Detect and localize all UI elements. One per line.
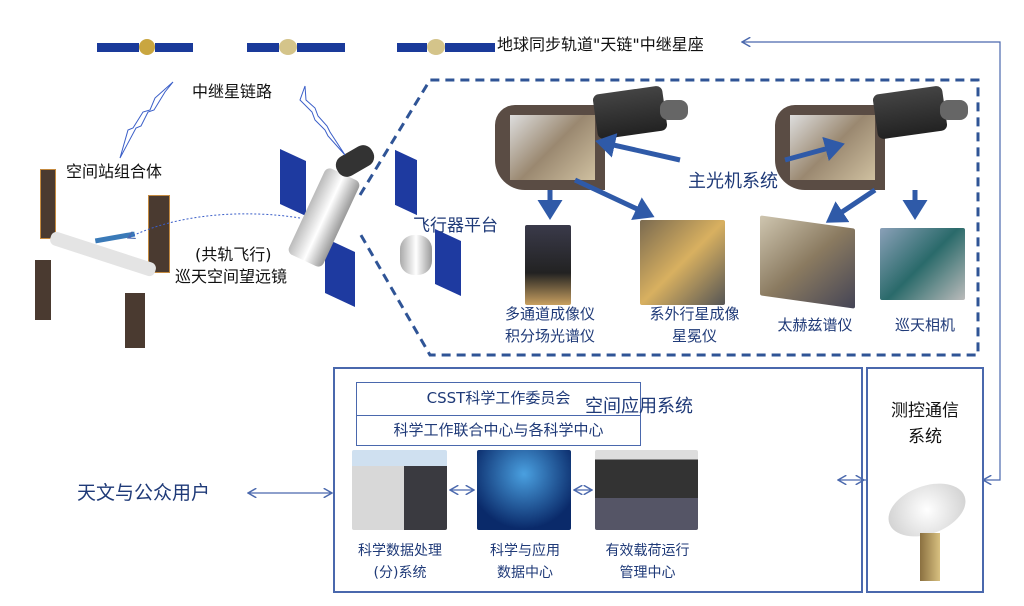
science-centers-box: 科学工作联合中心与各科学中心 bbox=[356, 415, 641, 446]
antenna-dish-image bbox=[881, 473, 973, 582]
instrument-label-line: 积分场光谱仪 bbox=[504, 327, 595, 345]
data-center-image bbox=[477, 450, 571, 530]
instrument-label: 多通道成像仪 积分场光谱仪 bbox=[490, 303, 610, 347]
unit-label-data-processing: 科学数据处理 (分)系统 bbox=[345, 540, 455, 584]
unit-label-line: 数据中心 bbox=[497, 565, 553, 581]
optics-arrows bbox=[537, 133, 928, 223]
station-label: 空间站组合体 bbox=[66, 162, 163, 181]
platform-image bbox=[390, 149, 470, 297]
committee-label: CSST科学工作委员会 bbox=[426, 389, 571, 407]
instrument-image-mci-ifs bbox=[525, 225, 571, 305]
instrument-label: 系外行星成像 星冕仪 bbox=[632, 303, 757, 347]
main-optics-image-left bbox=[495, 85, 690, 195]
instrument-label-line: 星冕仪 bbox=[671, 327, 717, 345]
flow-arrows bbox=[248, 42, 1001, 493]
unit-label-data-center: 科学与应用 数据中心 bbox=[470, 540, 580, 584]
unit-label-line: (分)系统 bbox=[373, 565, 427, 581]
telescope-orbit-label: (共轨飞行) bbox=[195, 245, 272, 264]
relay-satellite bbox=[97, 38, 193, 56]
unit-label-line: 科学数据处理 bbox=[358, 543, 442, 559]
science-centers-label: 科学工作联合中心与各科学中心 bbox=[393, 421, 604, 439]
unit-label-operations: 有效载荷运行 管理中心 bbox=[590, 540, 705, 584]
space-station-image bbox=[30, 165, 170, 350]
instrument-image-coronagraph bbox=[640, 220, 725, 305]
relay-link-bolt-right bbox=[299, 85, 346, 156]
unit-label-line: 管理中心 bbox=[619, 565, 676, 581]
relay-satellite bbox=[247, 38, 345, 56]
operations-center-image bbox=[595, 450, 698, 530]
co-orbit-dotted-arrow bbox=[128, 213, 301, 238]
application-system-title: 空间应用系统 bbox=[585, 396, 693, 417]
instrument-label-line: 系外行星成像 bbox=[649, 305, 740, 323]
telescope-name-label: 巡天空间望远镜 bbox=[175, 267, 288, 286]
users-label: 天文与公众用户 bbox=[77, 482, 211, 504]
unit-label-line: 科学与应用 bbox=[490, 543, 560, 559]
instrument-label-line: 多通道成像仪 bbox=[504, 305, 595, 323]
platform-label: 飞行器平台 bbox=[413, 216, 498, 236]
relay-link-bolt-left bbox=[119, 81, 174, 159]
relay-satellite bbox=[397, 38, 495, 56]
unit-label-line: 有效载荷运行 bbox=[605, 543, 690, 559]
dashed-spacecraft-boundary bbox=[356, 78, 980, 357]
relay-link-label: 中继星链路 bbox=[192, 82, 273, 101]
relay-constellation-label: 地球同步轨道"天链"中继星座 bbox=[497, 35, 704, 54]
data-processing-building-image bbox=[352, 450, 447, 530]
